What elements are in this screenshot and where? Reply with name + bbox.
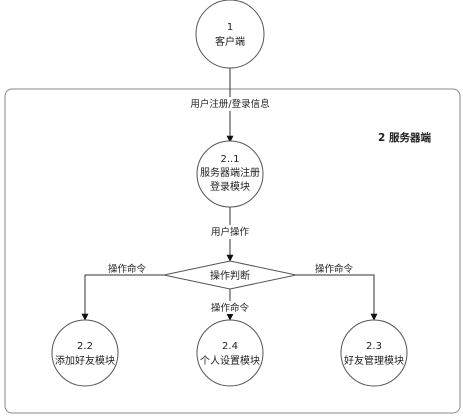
edge-label-decision-to-add-friend: 操作命令 bbox=[108, 263, 147, 275]
client-node[interactable]: 1 客户端 bbox=[195, 0, 265, 69]
server-region-boundary bbox=[4, 88, 461, 414]
personal-settings-node[interactable]: 2.4 个人设置模块 bbox=[196, 319, 264, 387]
personal-settings-node-shape bbox=[196, 319, 264, 387]
server-region-label: 2 服务器端 bbox=[378, 131, 431, 144]
server-login-node-label-line2: 登录模块 bbox=[210, 180, 250, 193]
server-login-node-id: 2..1 bbox=[220, 154, 239, 165]
client-node-id: 1 bbox=[227, 22, 233, 33]
add-friend-node-label: 添加好友模块 bbox=[55, 354, 115, 367]
edge-label-decision-to-friend-manage: 操作命令 bbox=[315, 263, 354, 275]
edge-label-bg-server-to-decision bbox=[207, 225, 253, 239]
server-login-node[interactable]: 2..1 服务器端注册 登录模块 bbox=[196, 140, 264, 208]
client-node-label: 客户端 bbox=[215, 35, 245, 48]
add-friend-node-shape bbox=[51, 319, 119, 387]
edge-label-decision-to-personal-settings: 操作命令 bbox=[211, 302, 250, 314]
decision-node-label: 操作判断 bbox=[210, 269, 250, 282]
friend-manage-node-label: 好友管理模块 bbox=[344, 354, 404, 367]
add-friend-node[interactable]: 2.2 添加好友模块 bbox=[51, 319, 119, 387]
edge-decision-to-add-friend bbox=[81, 274, 164, 321]
decision-node[interactable]: 操作判断 bbox=[163, 260, 297, 290]
add-friend-node-id: 2.2 bbox=[77, 341, 93, 352]
friend-manage-node-shape bbox=[340, 319, 408, 387]
friend-manage-node-id: 2.3 bbox=[366, 341, 382, 352]
edge-decision-to-friend-manage bbox=[296, 274, 378, 321]
edge-label-server-to-decision: 用户操作 bbox=[211, 226, 250, 238]
personal-settings-node-label: 个人设置模块 bbox=[200, 355, 260, 367]
edge-label-bg-client-to-server bbox=[184, 97, 276, 111]
personal-settings-node-id: 2.4 bbox=[222, 341, 238, 352]
server-login-node-label-line1: 服务器端注册 bbox=[200, 166, 260, 179]
edge-label-bg-decision-to-personal bbox=[207, 301, 253, 314]
friend-manage-node[interactable]: 2.3 好友管理模块 bbox=[340, 319, 408, 387]
edge-label-client-to-server: 用户注册/登录信息 bbox=[190, 98, 269, 110]
client-node-shape bbox=[195, 0, 265, 69]
